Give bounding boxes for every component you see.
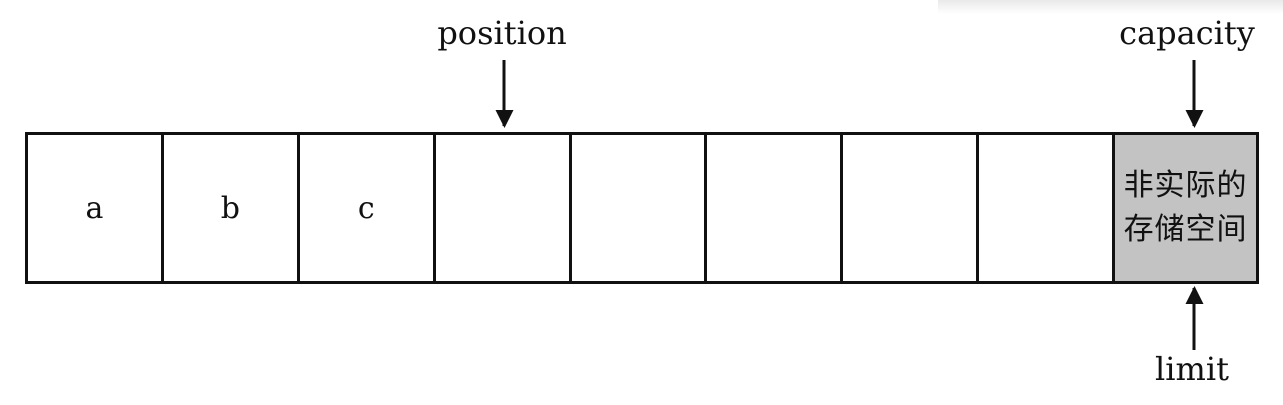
limit-label: limit [1155, 350, 1229, 388]
buffer-cell [572, 135, 708, 281]
buffer-array: a b c 非实际的存储空间 [25, 132, 1260, 284]
buffer-cell [979, 135, 1116, 281]
position-arrow-icon [502, 60, 506, 126]
position-label: position [437, 14, 567, 52]
capacity-label: capacity [1119, 14, 1255, 52]
buffer-cell: b [164, 135, 300, 281]
window-shadow [938, 0, 1283, 14]
buffer-cell: c [300, 135, 436, 281]
capacity-arrow-icon [1192, 60, 1196, 126]
buffer-cell [843, 135, 980, 281]
reserved-cell: 非实际的存储空间 [1115, 135, 1260, 281]
buffer-cell [707, 135, 844, 281]
buffer-cell [436, 135, 572, 281]
buffer-cell: a [28, 135, 164, 281]
limit-arrow-icon [1192, 288, 1196, 350]
